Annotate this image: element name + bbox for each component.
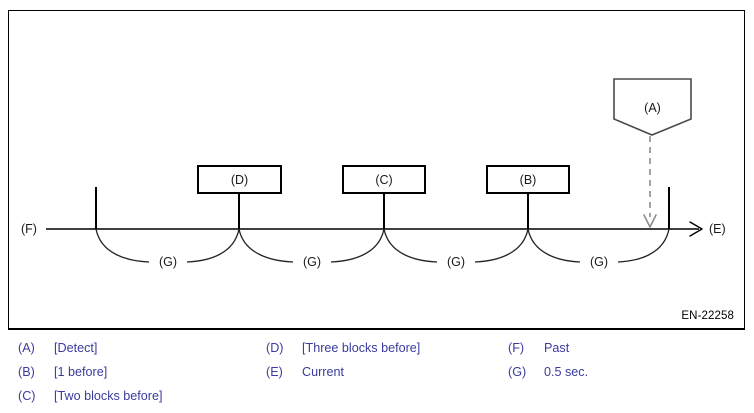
legend-key-b: (B): [18, 365, 35, 379]
interval-label-1: (G): [159, 255, 177, 269]
legend-value-a: [Detect]: [54, 341, 98, 355]
axis-arrowhead: [689, 221, 703, 237]
interval-label-3: (G): [447, 255, 465, 269]
legend-item-g: (G) 0.5 sec.: [508, 360, 738, 384]
legend: (A) [Detect] (B) [1 before] (C) [Two blo…: [8, 336, 745, 408]
detect-callout-label: (A): [644, 101, 661, 115]
legend-item-e: (E) Current: [266, 360, 516, 384]
arc-4-right: [617, 228, 670, 263]
arc-1-left: [95, 228, 150, 263]
block-box-d-label: (D): [231, 173, 248, 187]
interval-arcs: [95, 228, 670, 263]
legend-value-g: 0.5 sec.: [544, 365, 589, 379]
arc-2-right: [330, 228, 385, 263]
figure-frame: (F) (E): [8, 10, 745, 330]
interval-label-2: (G): [303, 255, 321, 269]
axis-label-current: (E): [709, 222, 726, 236]
time-axis: [46, 221, 703, 237]
detect-connector-arrowhead: [643, 214, 657, 228]
legend-key-f: (F): [508, 341, 525, 355]
interval-label-4: (G): [590, 255, 608, 269]
figure-reference-code: EN-22258: [681, 310, 734, 322]
block-box-c: [342, 165, 426, 194]
legend-item-c: (C) [Two blocks before]: [18, 384, 268, 408]
legend-item-d: (D) [Three blocks before]: [266, 336, 516, 360]
tick-marks: [95, 187, 670, 229]
block-box-b-label: (B): [520, 173, 537, 187]
legend-key-c: (C): [18, 389, 36, 403]
block-box-b: [486, 165, 570, 194]
legend-item-f: (F) Past: [508, 336, 738, 360]
legend-column-3: (F) Past (G) 0.5 sec.: [508, 336, 738, 384]
legend-item-b: (B) [1 before]: [18, 360, 268, 384]
arc-2-left: [238, 228, 294, 263]
block-box-d: [197, 165, 282, 194]
legend-value-e: Current: [302, 365, 344, 379]
arc-1-right: [186, 228, 240, 263]
legend-value-d: [Three blocks before]: [302, 341, 421, 355]
detect-callout-shape: [613, 78, 692, 136]
arc-3-right: [474, 228, 529, 263]
timeline-diagram: (F) (E): [21, 78, 726, 269]
legend-key-d: (D): [266, 341, 284, 355]
legend-value-f: Past: [544, 341, 570, 355]
block-boxes: (D) (C) (B): [197, 165, 570, 194]
axis-label-past: (F): [21, 222, 37, 236]
arc-3-left: [383, 228, 438, 263]
legend-key-e: (E): [266, 365, 283, 379]
legend-item-a: (A) [Detect]: [18, 336, 268, 360]
arc-4-left: [527, 228, 581, 263]
legend-column-2: (D) [Three blocks before] (E) Current: [266, 336, 516, 384]
legend-column-1: (A) [Detect] (B) [1 before] (C) [Two blo…: [18, 336, 268, 408]
legend-key-a: (A): [18, 341, 35, 355]
legend-value-b: [1 before]: [54, 365, 108, 379]
detect-callout: (A): [613, 78, 692, 228]
legend-value-c: [Two blocks before]: [54, 389, 163, 403]
legend-key-g: (G): [508, 365, 527, 379]
block-box-c-label: (C): [375, 173, 392, 187]
